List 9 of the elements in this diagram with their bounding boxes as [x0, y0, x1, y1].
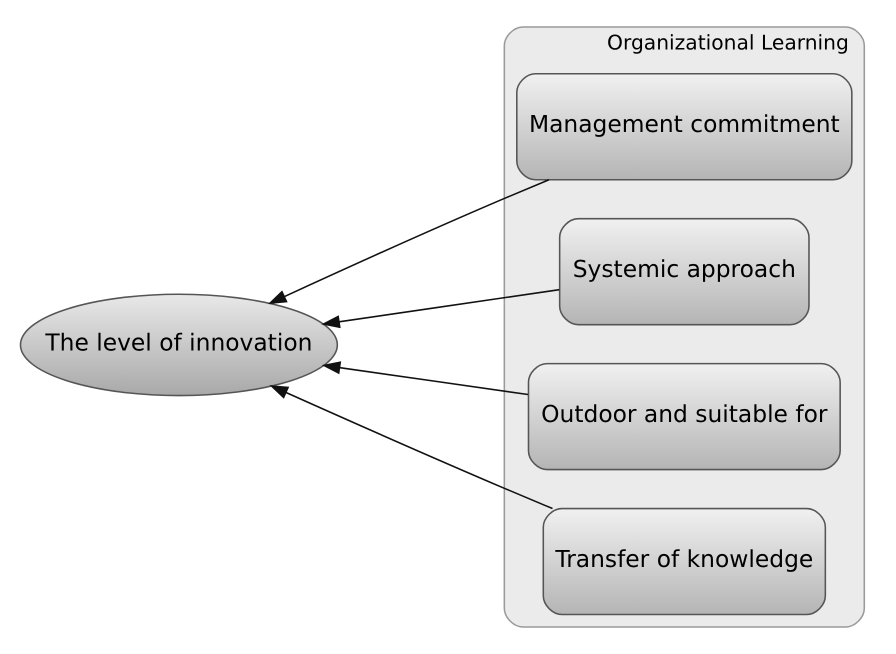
node-box: Transfer of knowledge [542, 508, 826, 616]
node-box: Outdoor and suitable for [527, 362, 840, 470]
arrow [268, 385, 552, 510]
arrow [267, 179, 549, 304]
arrow [320, 288, 559, 328]
node-box: Management commitment [516, 73, 852, 181]
node-ellipse: The level of innovation [19, 294, 338, 396]
node-box: Systemic approach [558, 218, 810, 326]
arrow [321, 361, 528, 396]
